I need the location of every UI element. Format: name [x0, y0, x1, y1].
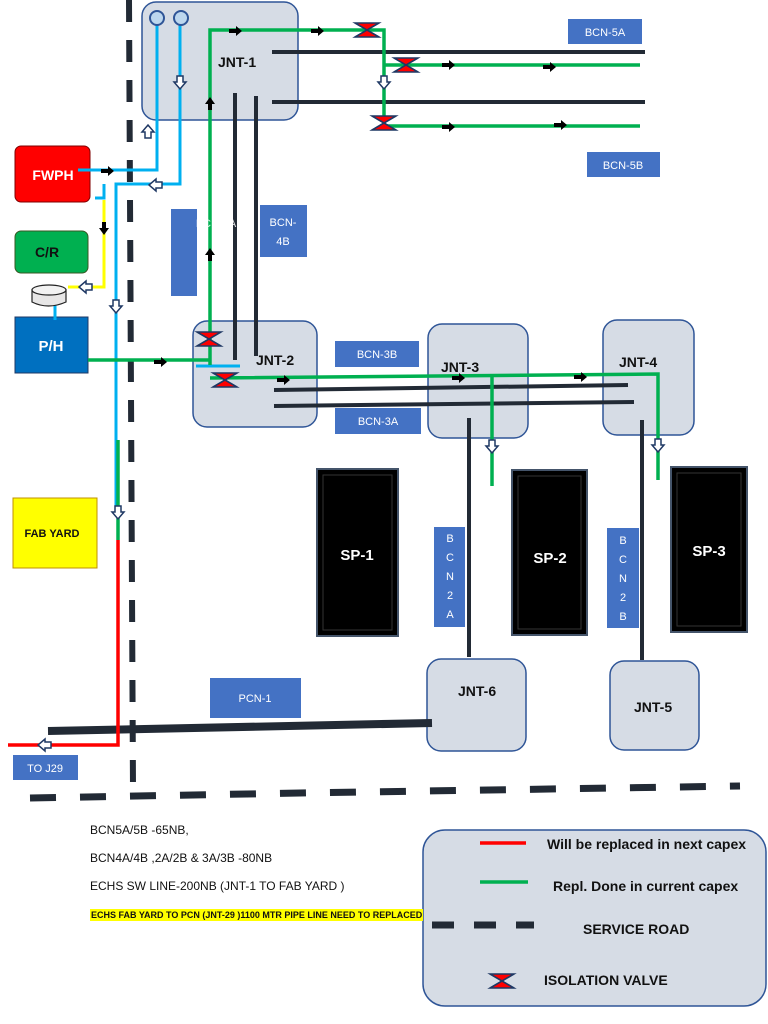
tank-icon	[31, 284, 67, 307]
jnt4-label: JNT-4	[619, 354, 657, 370]
sp3-box[interactable]	[670, 466, 748, 633]
flow-arrow-icon	[554, 120, 567, 130]
bcn5a-label: BCN-5A	[585, 27, 626, 39]
pcn1-line	[47, 719, 433, 735]
sp2-box[interactable]	[511, 469, 588, 636]
sp3-label: SP-3	[692, 543, 725, 560]
red-line	[8, 540, 120, 747]
to-j29-label: TO J29	[27, 763, 63, 775]
flow-arrow-icon	[99, 222, 109, 235]
jnt3-box[interactable]	[427, 323, 529, 439]
pcn1-label: PCN-1	[238, 693, 271, 705]
pcn1-box	[210, 678, 301, 718]
bcn5b-box	[587, 152, 660, 177]
flow-arrow-icon	[377, 75, 391, 90]
bcn2a-letter: N	[446, 571, 454, 583]
note-line: BCN5A/5B -65NB,	[90, 823, 189, 837]
bcn2a-letter: 2	[447, 590, 453, 602]
legend-valve-label: ISOLATION VALVE	[544, 972, 668, 988]
to-j29-box	[13, 755, 78, 780]
flow-arrow-icon	[37, 738, 52, 752]
flow-arrow-icon	[205, 248, 215, 261]
jnt2-label: JNT-2	[256, 352, 294, 368]
flow-arrow-icon	[442, 122, 455, 132]
valve-icon[interactable]	[371, 115, 397, 131]
jnt3-label: JNT-3	[441, 359, 479, 375]
fwph-label: FWPH	[32, 167, 73, 183]
bcn2b-box	[607, 528, 639, 628]
note-line: BCN4A/4B ,2A/2B & 3A/3B -80NB	[90, 851, 273, 865]
bcn2b-letter: B	[619, 611, 626, 623]
cr-box[interactable]	[14, 230, 89, 274]
flow-arrow-icon	[141, 124, 155, 139]
pump-icon	[149, 10, 189, 26]
flow-arrow-icon	[148, 178, 163, 192]
bcn3a-box	[335, 408, 421, 434]
ph-box[interactable]	[14, 316, 89, 374]
jnt4-box[interactable]	[602, 319, 695, 436]
bcn5b-label: BCN-5B	[603, 160, 643, 172]
flow-arrow-icon	[442, 60, 455, 70]
service-road-horizontal	[29, 782, 741, 802]
green-lines	[88, 28, 660, 540]
flow-arrow-icon	[651, 438, 665, 453]
flow-arrow-icon	[111, 505, 125, 520]
bcn5a-box	[568, 19, 642, 44]
bcn4a-label: BCN-4A	[196, 218, 237, 230]
bcn2b-letter: N	[619, 573, 627, 585]
legend-red-label: Will be replaced in next capex	[547, 836, 746, 852]
black-lines	[233, 50, 645, 660]
bcn2b-letter: B	[619, 535, 626, 547]
jnt6-label: JNT-6	[458, 683, 496, 699]
bcn2b-letter: 2	[620, 592, 626, 604]
jnt5-label: JNT-5	[634, 699, 672, 715]
flow-arrow-icon	[78, 280, 93, 294]
flow-arrow-icon	[101, 166, 114, 176]
bcn4b-box	[260, 205, 307, 257]
sp1-label: SP-1	[340, 547, 373, 564]
jnt6-box[interactable]	[426, 658, 527, 752]
legend-road-label: SERVICE ROAD	[583, 921, 689, 937]
bcn4a-box	[171, 209, 197, 296]
flow-arrow-icon	[485, 439, 499, 454]
bcn3b-box	[335, 341, 419, 367]
jnt1-label: JNT-1	[218, 54, 256, 70]
bcn2b-letter: C	[619, 554, 627, 566]
bcn4b-label-line2: 4B	[276, 236, 289, 248]
bcn3b-label: BCN-3B	[357, 349, 397, 361]
jnt5-box[interactable]	[609, 660, 700, 751]
bcn2a-letter: B	[446, 533, 453, 545]
fab-yard-box[interactable]	[12, 497, 98, 569]
bcn4b-label-line1: BCN-	[270, 217, 297, 229]
note-line: ECHS SW LINE-200NB (JNT-1 TO FAB YARD )	[90, 879, 345, 893]
bcn3a-label: BCN-3A	[358, 416, 399, 428]
cr-label: C/R	[35, 244, 59, 260]
bcn2a-letter: C	[446, 552, 454, 564]
legend-green-label: Repl. Done in current capex	[553, 878, 738, 894]
sp1-box[interactable]	[316, 468, 399, 637]
service-road-vertical	[126, 0, 136, 791]
bcn2a-box	[434, 527, 465, 627]
sp2-label: SP-2	[533, 550, 566, 567]
fab-yard-label: FAB YARD	[24, 528, 79, 540]
notes-block: BCN5A/5B -65NB, BCN4A/4B ,2A/2B & 3A/3B …	[90, 822, 424, 934]
note-highlight: ECHS FAB YARD TO PCN (JNT-29 )1100 MTR P…	[90, 909, 424, 921]
bcn2a-letter: A	[446, 609, 454, 621]
ph-label: P/H	[38, 338, 63, 355]
flow-arrow-icon	[109, 299, 123, 314]
flow-arrow-icon	[311, 26, 324, 36]
fwph-box[interactable]	[14, 145, 91, 203]
